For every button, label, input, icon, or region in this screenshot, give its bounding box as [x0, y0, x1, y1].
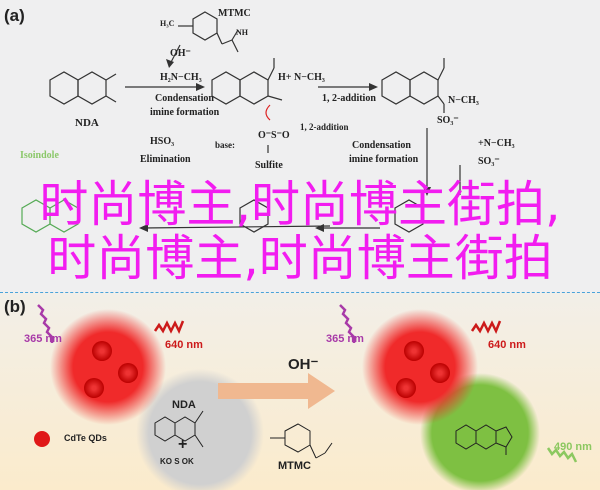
reagent-circle [136, 369, 264, 490]
isoindole-ring-2 [49, 199, 79, 233]
emission-label-left: 640 nm [165, 339, 203, 351]
iminium-label: H+ N−CH₃ [278, 72, 325, 83]
potassium-sulfite-label: KO S OK [160, 457, 194, 466]
panel-divider [0, 292, 600, 293]
excitation-label-right: 365 nm [326, 333, 364, 345]
excitation-label-left: 365 nm [24, 333, 62, 345]
wave-490 [546, 447, 578, 463]
reaction-scheme-drawing [21, 11, 461, 233]
nh-label: NH [236, 28, 248, 37]
adduct-ring-1 [381, 71, 411, 105]
nda-ring-2 [77, 71, 107, 105]
green-emission-label: 490 nm [554, 441, 592, 453]
wave-365-left [37, 304, 54, 343]
panel-a-label: (a) [4, 6, 25, 25]
wave-640-left [153, 320, 185, 335]
nda-ring-1 [49, 71, 79, 105]
emission-label-right: 640 nm [488, 339, 526, 351]
wave-365-right [339, 304, 356, 343]
methylamine-label: H₂N−CH₃ [160, 72, 202, 83]
adduct-ring-2 [409, 71, 439, 105]
hydroxide-label: OH⁻ [170, 48, 191, 59]
qd-cluster-left [50, 309, 166, 425]
qd-dot [430, 363, 450, 383]
imine-ring-2 [239, 71, 269, 105]
hso3-label: HSO₃ [150, 136, 175, 147]
overlay-watermark-text: 时尚博主,时尚博主街拍,时尚博主,时尚博主街拍 [39, 176, 561, 287]
base-label: base: [215, 140, 235, 150]
wave-640-right [470, 320, 502, 335]
so3-label: SO₃⁻ [437, 115, 459, 126]
electron-arrow [265, 104, 271, 121]
mtmc-label: MTMC [218, 8, 251, 19]
plus-sign: + [178, 436, 188, 453]
legend-label: CdTe QDs [64, 433, 107, 443]
qd-cluster-right [362, 309, 478, 425]
sulfite-structure: O⁻S⁻O [258, 130, 290, 141]
mtmc-ring [192, 11, 218, 41]
reaction-arrow [218, 373, 335, 409]
mtmc-ring [284, 423, 311, 453]
step1-line2: imine formation [150, 107, 220, 118]
isoindole-label: Isoindole [20, 150, 59, 161]
step3-line1: Condensation [352, 140, 411, 151]
qd-dot [118, 363, 138, 383]
sensing-scheme-drawing [34, 304, 578, 490]
mtmc-label: MTMC [278, 460, 311, 472]
panel-a-reaction-scheme: (a) MTMC H₃C NH OH⁻ H₂N−CH₃ Condensation… [4, 6, 515, 233]
qd-dot [396, 378, 416, 398]
imine-ring-1 [211, 71, 241, 105]
lower-ring-1 [239, 199, 269, 233]
qd-dot [404, 341, 424, 361]
legend-dot [34, 431, 50, 447]
nda-label: NDA [75, 117, 99, 129]
h3c-label: H₃C [160, 19, 175, 28]
nda-label: NDA [172, 399, 196, 411]
step4-label: 1, 2-addition [300, 122, 349, 132]
step2-label: 1, 2-addition [322, 93, 376, 104]
lower-amine-label: +N−CH₃ [478, 138, 515, 149]
hydroxide-label: OH⁻ [288, 356, 319, 373]
amine-label: N−CH₃ [448, 95, 479, 106]
lower-so3-label: SO₃⁻ [478, 156, 500, 167]
lower-ring-2 [394, 199, 424, 233]
step3-line2: imine formation [349, 154, 419, 165]
qd-dot [84, 378, 104, 398]
panel-b-sensing-scheme: (b) 365 nm 640 nm 365 nm 640 nm CdTe QDs… [0, 293, 600, 490]
sulfite-label: Sulfite [255, 160, 283, 171]
qd-dot [92, 341, 112, 361]
step1-line1: Condensation [155, 93, 214, 104]
panel-b-label: (b) [4, 297, 26, 316]
elimination-label: Elimination [140, 154, 191, 165]
